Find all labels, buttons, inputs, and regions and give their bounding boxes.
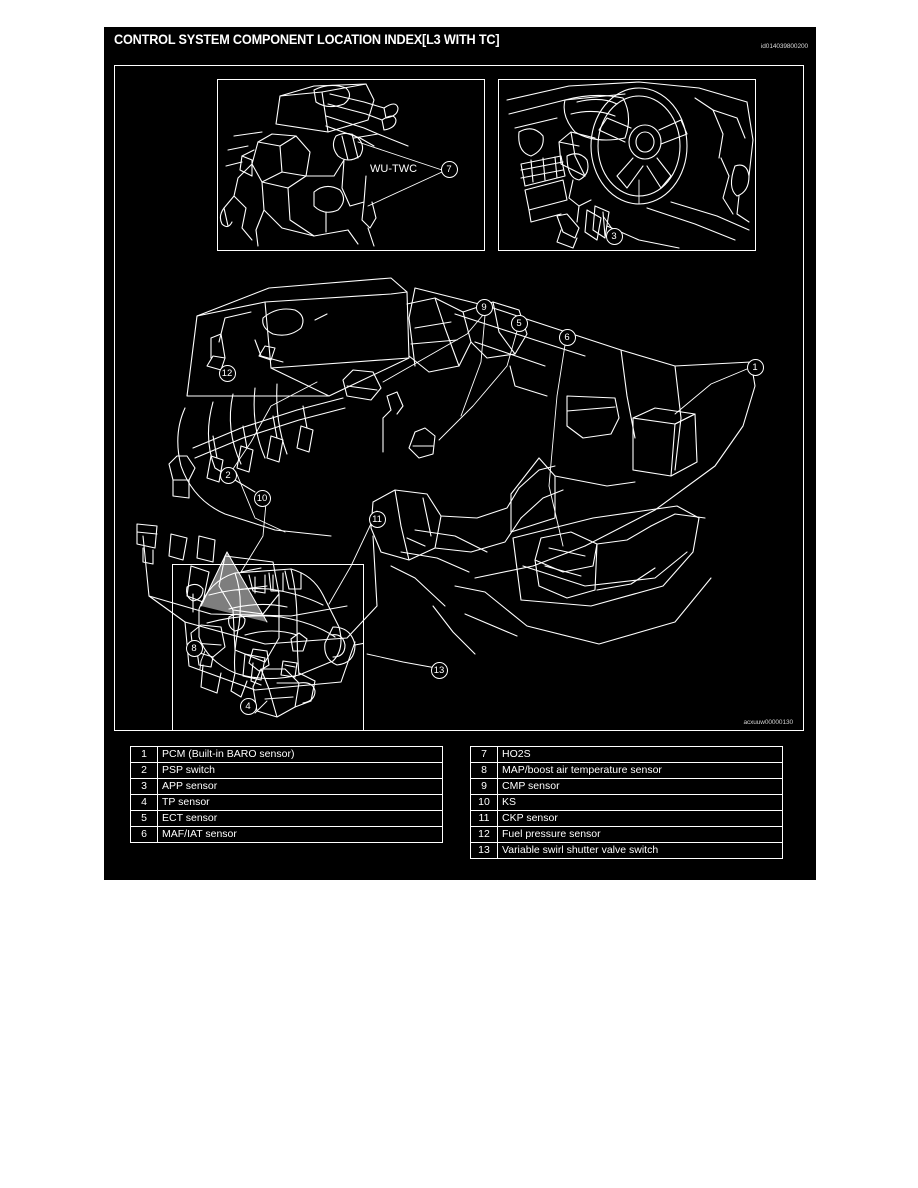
legend-number: 8 [470,762,498,779]
callout-8[interactable]: 8 [185,639,203,657]
service-manual-panel: CONTROL SYSTEM COMPONENT LOCATION INDEX[… [104,27,816,880]
legend-component: PSP switch [157,762,443,779]
legend-number: 13 [470,842,498,859]
legend-component: CKP sensor [497,810,783,827]
legend-component: Fuel pressure sensor [497,826,783,843]
callout-4[interactable]: 4 [239,697,257,715]
legend-component: HO2S [497,746,783,763]
inset-panel-intake-manifold [172,564,364,730]
legend-table-right: 7 HO2S 8 MAP/boost air temperature senso… [470,746,783,859]
legend-component: APP sensor [157,778,443,795]
table-row: 3 APP sensor [130,778,443,795]
table-row: 9 CMP sensor [470,778,783,795]
legend-component: TP sensor [157,794,443,811]
legend-number: 3 [130,778,158,795]
legend-component: MAF/IAT sensor [157,826,443,843]
legend-component: Variable swirl shutter valve switch [497,842,783,859]
legend-number: 1 [130,746,158,763]
document-header: CONTROL SYSTEM COMPONENT LOCATION INDEX[… [104,27,816,61]
document-reference-code: id014039800200 [760,43,808,50]
table-row: 8 MAP/boost air temperature sensor [470,762,783,779]
callout-3[interactable]: 3 [605,227,623,245]
legend-component: PCM (Built-in BARO sensor) [157,746,443,763]
legend-component: CMP sensor [497,778,783,795]
callout-5[interactable]: 5 [510,314,528,332]
exhaust-manifold-illustration [219,83,443,247]
table-row: 2 PSP switch [130,762,443,779]
page-title: CONTROL SYSTEM COMPONENT LOCATION INDEX[… [114,32,500,47]
table-row: 6 MAF/IAT sensor [130,826,443,843]
legend-number: 5 [130,810,158,827]
legend-number: 9 [470,778,498,795]
figure-frame: WU-TWC [114,65,804,731]
legend-number: 4 [130,794,158,811]
legend-number: 11 [470,810,498,827]
callout-9[interactable]: 9 [475,298,493,316]
callout-13[interactable]: 13 [430,661,448,679]
callout-7[interactable]: 7 [440,160,458,178]
callout-10[interactable]: 10 [253,489,271,507]
legend-number: 12 [470,826,498,843]
table-row: 10 KS [470,794,783,811]
legend-component: KS [497,794,783,811]
table-row: 1 PCM (Built-in BARO sensor) [130,746,443,763]
table-row: 5 ECT sensor [130,810,443,827]
table-row: 4 TP sensor [130,794,443,811]
table-row: 11 CKP sensor [470,810,783,827]
cabin-steering-wheel-illustration [506,81,754,249]
figure-reference-code: acxuuw00000130 [743,719,793,726]
intake-manifold-illustration [186,568,363,718]
callout-11[interactable]: 11 [368,510,386,528]
callout-6[interactable]: 6 [558,328,576,346]
callout-2[interactable]: 2 [219,466,237,484]
legend-table-left: 1 PCM (Built-in BARO sensor) 2 PSP switc… [130,746,443,843]
inset-panel-cabin-app-sensor [498,79,756,251]
table-row: 12 Fuel pressure sensor [470,826,783,843]
table-row: 13 Variable swirl shutter valve switch [470,842,783,859]
legend-component: MAP/boost air temperature sensor [497,762,783,779]
inset-panel-exhaust-wu-twc: WU-TWC [217,79,485,251]
table-row: 7 HO2S [470,746,783,763]
legend-number: 10 [470,794,498,811]
legend-number: 7 [470,746,498,763]
legend-number: 2 [130,762,158,779]
wu-twc-label: WU-TWC [370,163,418,175]
legend-component: ECT sensor [157,810,443,827]
callout-1[interactable]: 1 [746,358,764,376]
callout-12[interactable]: 12 [218,364,236,382]
legend-number: 6 [130,826,158,843]
